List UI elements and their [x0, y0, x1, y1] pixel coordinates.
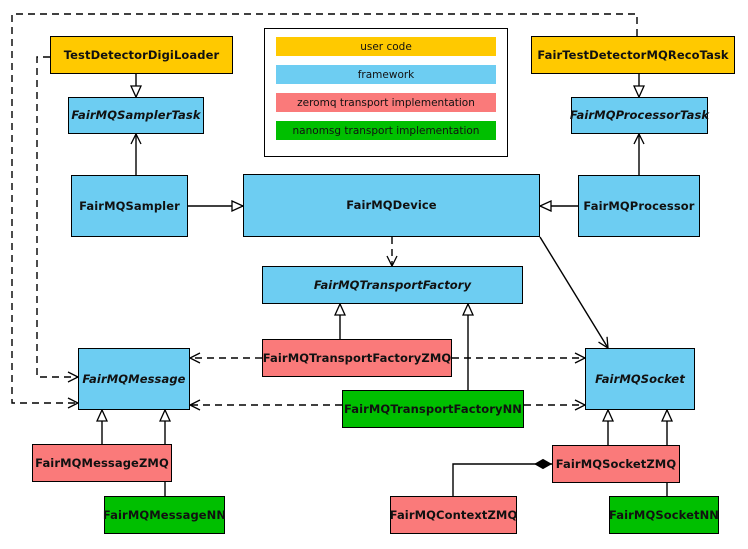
class-box-fairmq-transport-factory[interactable]: FairMQTransportFactory [262, 266, 523, 304]
class-name: FairMQSamplerTask [71, 108, 201, 123]
class-box-fairmq-transport-factory-zmq[interactable]: FairMQTransportFactoryZMQ [262, 339, 452, 377]
class-name: FairMQTransportFactoryZMQ [262, 350, 452, 365]
legend-item-framework: framework [276, 65, 496, 84]
class-name: FairMQSampler [79, 198, 180, 213]
legend: user code framework zeromq transport imp… [264, 28, 508, 157]
legend-item-nanomsg: nanomsg transport implementation [276, 121, 496, 140]
legend-label: zeromq transport implementation [297, 96, 475, 109]
class-box-fairmq-sampler[interactable]: FairMQSampler [71, 175, 188, 237]
class-name: FairMQSocket [595, 371, 685, 386]
class-name: FairMQProcessorTask [569, 108, 710, 123]
class-name: FairMQSocketNN [608, 507, 720, 522]
class-name: FairMQContextZMQ [389, 507, 518, 522]
class-box-fairmq-transport-factory-nn[interactable]: FairMQTransportFactoryNN [342, 390, 524, 428]
class-name: FairMQMessage [82, 371, 186, 386]
class-box-fairmq-socket-nn[interactable]: FairMQSocketNN [609, 496, 719, 534]
class-name: FairMQSocketZMQ [555, 456, 677, 471]
class-name: FairTestDetectorMQRecoTask [537, 47, 729, 62]
class-box-fairmq-context-zmq[interactable]: FairMQContextZMQ [390, 496, 517, 534]
class-box-fairmq-sampler-task[interactable]: FairMQSamplerTask [68, 97, 204, 134]
class-name: TestDetectorDigiLoader [63, 47, 220, 62]
class-name: FairMQMessageZMQ [35, 455, 169, 470]
legend-label: framework [357, 68, 415, 81]
class-box-test-detector-digi-loader[interactable]: TestDetectorDigiLoader [50, 36, 233, 74]
legend-item-user-code: user code [276, 37, 496, 56]
class-name: FairMQDevice [346, 198, 437, 213]
class-box-fairmq-socket-zmq[interactable]: FairMQSocketZMQ [552, 445, 680, 483]
class-name: FairMQTransportFactoryNN [343, 401, 523, 416]
class-box-fairmq-socket[interactable]: FairMQSocket [585, 348, 695, 410]
class-box-fairmq-processor-task[interactable]: FairMQProcessorTask [569, 97, 710, 134]
class-box-fairmq-message-zmq[interactable]: FairMQMessageZMQ [32, 444, 172, 482]
class-name: FairMQTransportFactory [313, 277, 472, 292]
class-box-fairmq-message-nn[interactable]: FairMQMessageNN [102, 496, 227, 534]
class-name: FairMQMessageNN [102, 507, 227, 522]
legend-label: nanomsg transport implementation [292, 124, 480, 137]
legend-label: user code [360, 40, 412, 53]
class-box-fairmq-message[interactable]: FairMQMessage [78, 348, 190, 410]
class-name: FairMQProcessor [583, 198, 695, 213]
class-box-fairmq-device[interactable]: FairMQDevice [243, 174, 540, 237]
dependency-edges [11, 13, 638, 411]
class-box-fairmq-processor[interactable]: FairMQProcessor [578, 175, 700, 237]
class-box-fair-test-detector-mq-reco-task[interactable]: FairTestDetectorMQRecoTask [531, 36, 735, 74]
legend-item-zeromq: zeromq transport implementation [276, 93, 496, 112]
